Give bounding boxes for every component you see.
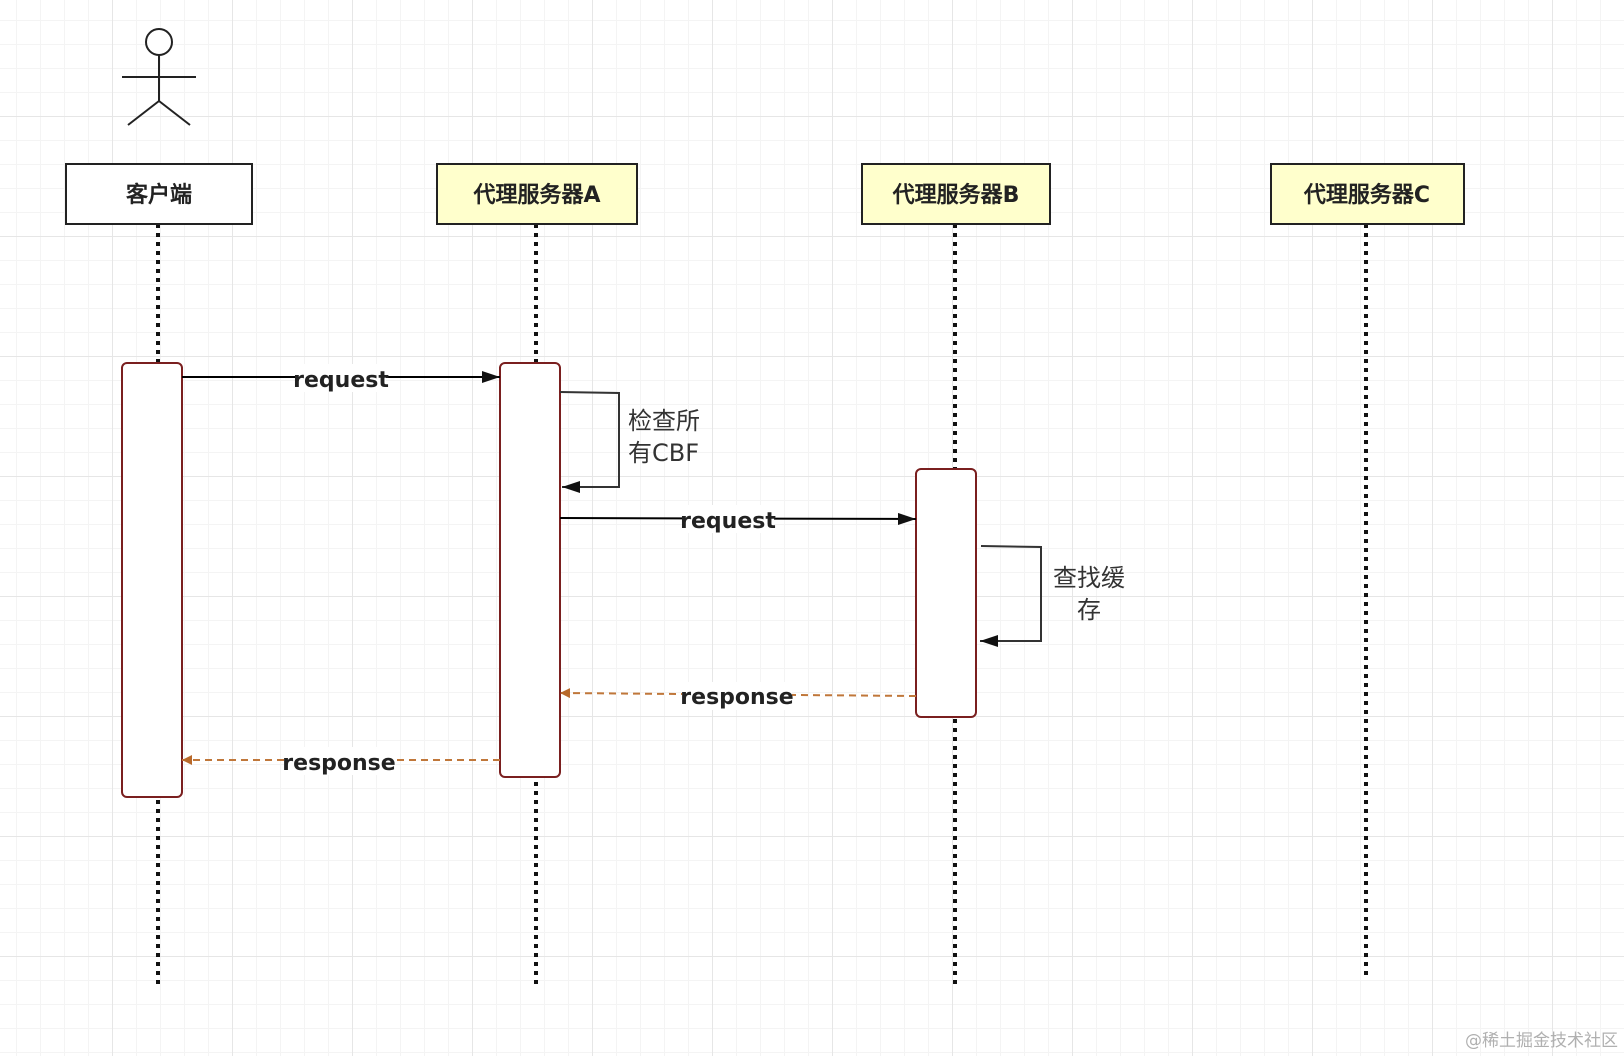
- actor-icon: [122, 28, 196, 126]
- message-response-a-to-client[interactable]: response: [182, 747, 500, 776]
- participant-proxy-a[interactable]: 代理服务器A: [436, 163, 638, 225]
- lifelines: [156, 224, 1368, 987]
- note-lookup-line2: 存: [1077, 596, 1101, 624]
- message-request-2-label: request: [680, 509, 776, 534]
- participant-proxy-b[interactable]: 代理服务器B: [861, 163, 1051, 225]
- activation-proxy-a[interactable]: [499, 362, 561, 778]
- self-message-check-cbf[interactable]: 检查所 有CBF: [559, 391, 700, 493]
- watermark: @稀土掘金技术社区: [1465, 1031, 1618, 1051]
- activation-proxy-b[interactable]: [915, 468, 977, 718]
- participant-proxy-c[interactable]: 代理服务器C: [1270, 163, 1465, 225]
- participant-proxy-a-label: 代理服务器A: [472, 183, 600, 208]
- message-request-client-to-a[interactable]: request: [182, 364, 500, 393]
- participant-proxy-c-label: 代理服务器C: [1303, 183, 1430, 208]
- note-lookup-line1: 查找缓: [1053, 564, 1125, 592]
- note-check-line2: 有CBF: [628, 439, 699, 467]
- activation-client[interactable]: [121, 362, 183, 798]
- self-message-lookup-cache[interactable]: 查找缓 存: [980, 545, 1125, 647]
- message-request-1-label: request: [293, 368, 389, 393]
- note-check-line1: 检查所: [628, 407, 700, 435]
- participant-proxy-b-label: 代理服务器B: [892, 183, 1020, 208]
- participant-client-label: 客户端: [126, 182, 192, 208]
- message-response-1-label: response: [680, 685, 793, 710]
- message-response-2-label: response: [282, 751, 395, 776]
- participant-client[interactable]: 客户端: [65, 163, 253, 225]
- message-request-a-to-b[interactable]: request: [559, 505, 917, 534]
- message-response-b-to-a[interactable]: response: [559, 682, 917, 710]
